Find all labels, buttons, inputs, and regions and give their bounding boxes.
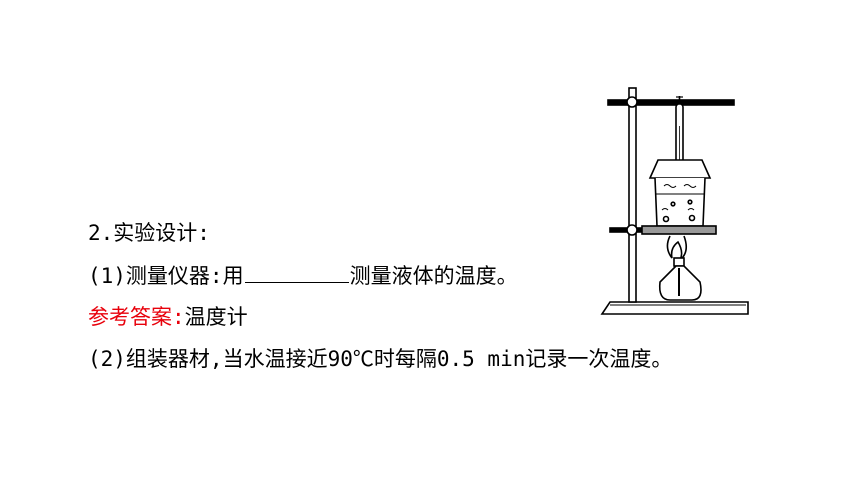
top-clamp-arm [607,99,735,106]
section-heading: 2.实验设计: [88,221,210,245]
stand-base [600,301,749,315]
answer-label: 参考答案: [88,305,185,329]
item1-prefix: (1)测量仪器:用 [88,264,244,288]
answer-line: 参考答案:温度计 [88,303,248,331]
wire-gauze [641,225,717,235]
beaker-cover [648,159,712,179]
item2-line: (2)组装器材,当水温接近90℃时每隔0.5 min记录一次温度。 [88,347,673,371]
alcohol-lamp [658,265,702,301]
item1-line: (1)测量仪器:用 测量液体的温度。 [88,260,518,290]
flame [666,235,688,261]
stand-rod [628,87,637,303]
answer-value: 温度计 [184,305,248,329]
boiling-experiment-apparatus-illustration [600,87,749,315]
item1-suffix: 测量液体的温度。 [349,264,518,288]
beaker [654,177,706,227]
fill-in-blank [244,260,349,283]
